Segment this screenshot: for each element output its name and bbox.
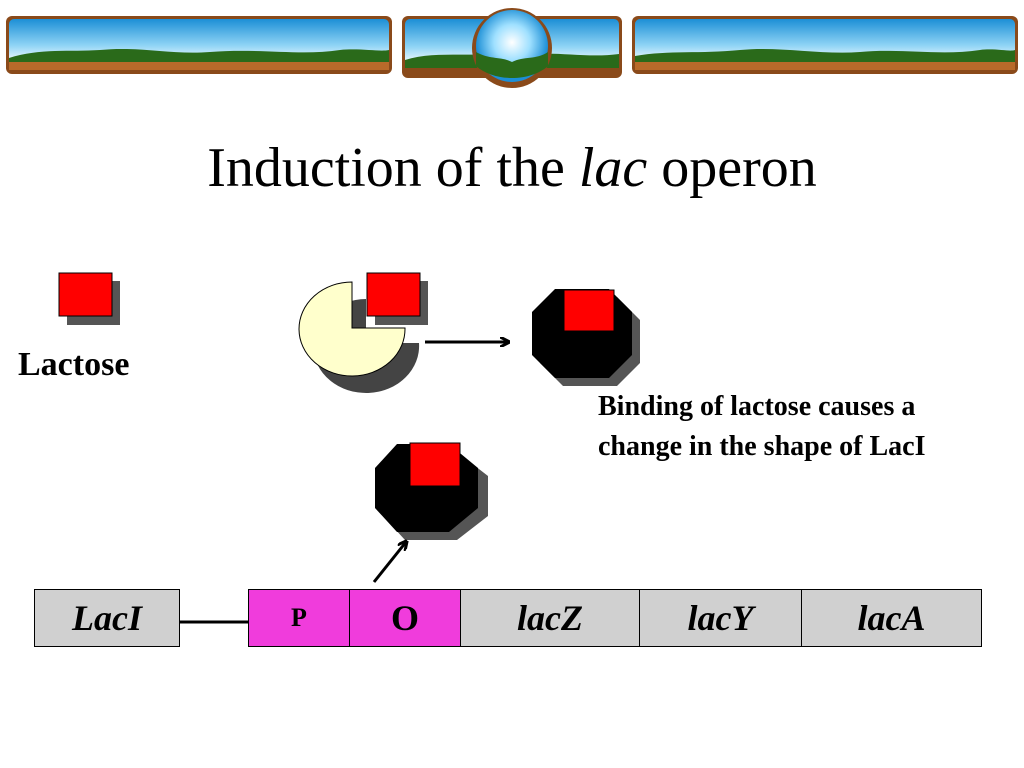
title-italic-lac: lac (578, 137, 648, 199)
caption-line-1: Binding of lactose causes a (598, 391, 916, 422)
decorative-landscape-banner (6, 8, 1018, 88)
banner-panel-left (6, 16, 392, 74)
gene-row: LacI P O lacZ lacY lacA (0, 589, 1024, 649)
promoter-region: P (248, 589, 350, 647)
title-suffix: operon (647, 137, 817, 199)
gene-lacy: lacY (639, 589, 802, 647)
repressor-with-lactose (298, 272, 428, 393)
caption-line-2: change in the shape of LacI (598, 431, 926, 462)
altered-repressor (532, 289, 640, 386)
operator-region: O (349, 589, 461, 647)
shape-change-caption: Binding of lactose causes a change in th… (598, 387, 1018, 467)
gene-laca: lacA (801, 589, 982, 647)
released-repressor (375, 442, 488, 540)
banner-panel-right (632, 16, 1018, 74)
lactose-molecule (58, 272, 120, 325)
title-prefix: Induction of the (207, 137, 579, 199)
release-arrow (372, 542, 406, 583)
gene-lacz: lacZ (460, 589, 640, 647)
lactose-label: Lactose (18, 346, 130, 383)
banner-panel-center (402, 8, 622, 88)
slide-title: Induction of the lac operon (0, 135, 1024, 201)
gene-laci: LacI (34, 589, 180, 647)
